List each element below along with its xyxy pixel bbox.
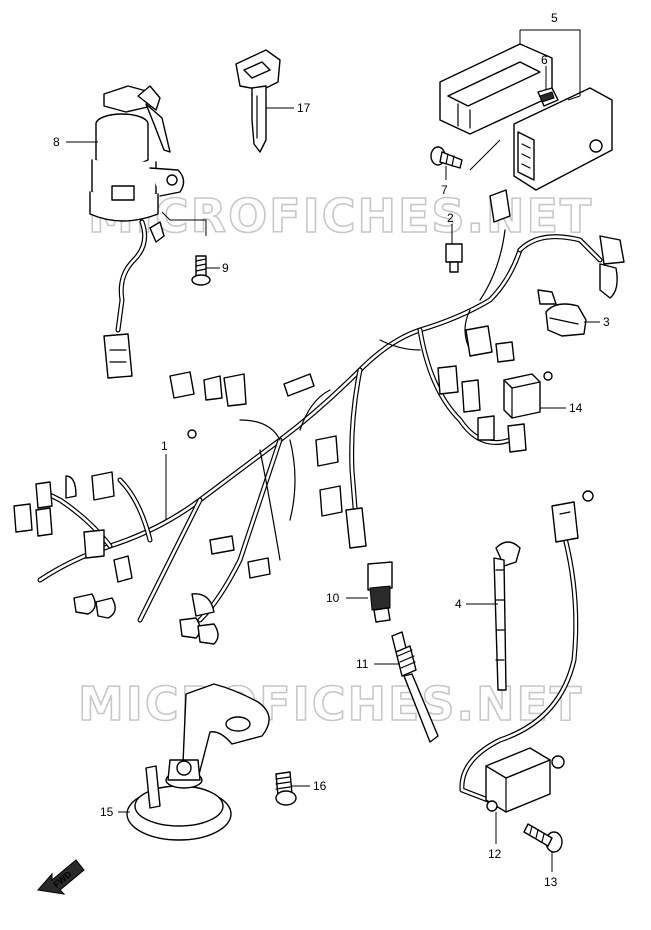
part-connector-2[interactable] — [445, 243, 463, 273]
callout-16[interactable]: 16 — [292, 779, 327, 793]
callout-1[interactable]: 1 — [161, 439, 168, 520]
callout-7[interactable]: 7 — [441, 139, 501, 197]
svg-text:MICROFICHES.NET: MICROFICHES.NET — [78, 677, 583, 731]
callout-5[interactable]: 5 — [519, 11, 581, 101]
part-screw-7[interactable] — [430, 146, 463, 169]
part-bolt-16[interactable] — [275, 771, 297, 806]
part-ignition-switch[interactable] — [89, 85, 185, 222]
callout-6[interactable]: 6 — [541, 53, 548, 90]
watermark-bottom: MICROFICHES.NET — [77, 676, 583, 732]
svg-text:16: 16 — [313, 779, 327, 793]
svg-text:7: 7 — [441, 183, 448, 197]
part-connector-6[interactable] — [537, 87, 559, 107]
svg-text:6: 6 — [541, 53, 548, 67]
callout-11[interactable]: 11 — [356, 657, 400, 671]
callout-15[interactable]: 15 — [100, 805, 130, 819]
harness-connectors — [13, 189, 625, 645]
svg-text:17: 17 — [297, 101, 311, 115]
part-bolt-13[interactable] — [523, 823, 563, 853]
callout-14[interactable]: 14 — [540, 401, 583, 415]
callout-4[interactable]: 4 — [455, 597, 498, 611]
svg-text:12: 12 — [488, 847, 502, 861]
part-control-unit[interactable] — [439, 43, 613, 191]
svg-text:3: 3 — [603, 315, 610, 329]
part-relay-14[interactable] — [503, 373, 541, 419]
callout-10[interactable]: 10 — [326, 591, 368, 605]
svg-text:15: 15 — [100, 805, 114, 819]
callout-9[interactable]: 9 — [161, 211, 229, 275]
callout-13[interactable]: 13 — [544, 852, 558, 889]
svg-text:11: 11 — [356, 657, 369, 671]
svg-text:5: 5 — [551, 11, 558, 25]
part-switch-10[interactable] — [367, 561, 393, 623]
callout-12[interactable]: 12 — [488, 812, 502, 861]
part-horn-15[interactable] — [126, 683, 270, 841]
svg-text:2: 2 — [447, 211, 454, 225]
part-screw-9[interactable] — [191, 255, 211, 286]
fwd-arrow-icon: FWD — [37, 859, 85, 895]
callout-8[interactable]: 8 — [53, 135, 98, 149]
part-coil-12[interactable] — [459, 501, 579, 813]
svg-text:9: 9 — [222, 261, 229, 275]
part-key[interactable] — [235, 49, 281, 153]
part-ignition-lead — [103, 219, 165, 379]
part-cover-3[interactable] — [537, 289, 587, 337]
svg-text:4: 4 — [455, 597, 462, 611]
part-clamp-band-4[interactable] — [493, 541, 521, 691]
callout-3[interactable]: 3 — [584, 315, 610, 329]
svg-text:10: 10 — [326, 591, 340, 605]
callout-2[interactable]: 2 — [447, 211, 454, 244]
part-wiring-harness[interactable] — [37, 229, 603, 623]
part-probe-11[interactable] — [391, 631, 439, 743]
svg-text:13: 13 — [544, 875, 558, 889]
svg-text:1: 1 — [161, 439, 168, 453]
callout-17[interactable]: 17 — [266, 101, 311, 115]
svg-text:8: 8 — [53, 135, 60, 149]
svg-text:14: 14 — [569, 401, 583, 415]
